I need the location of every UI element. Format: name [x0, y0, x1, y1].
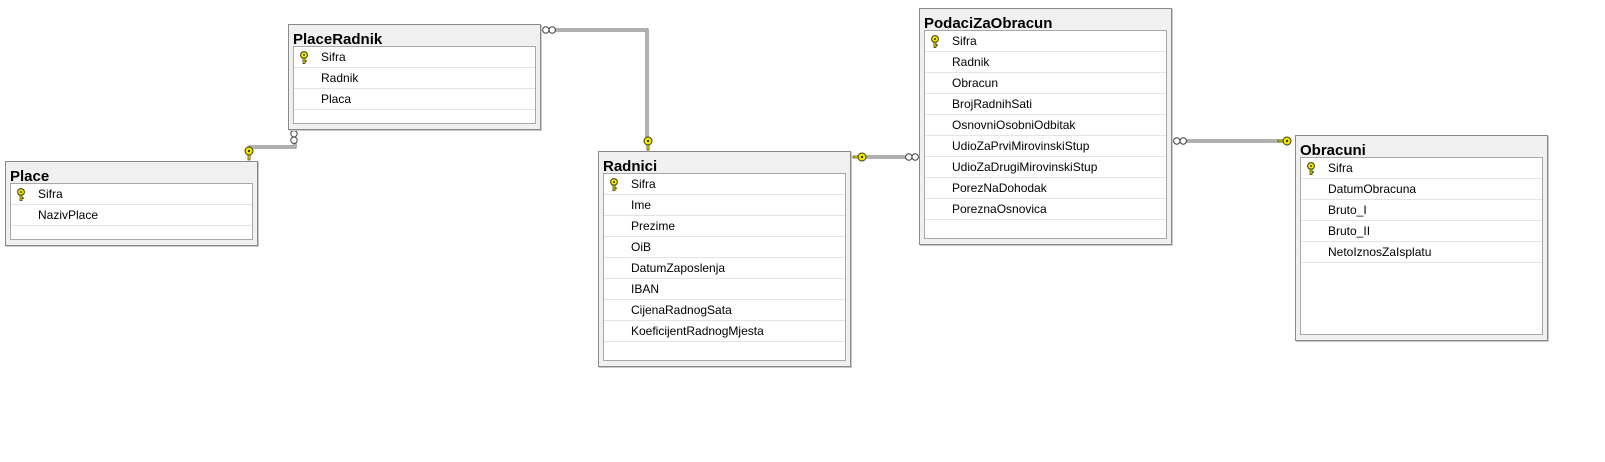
column-name: Prezime — [631, 219, 676, 233]
column-row[interactable]: Bruto_II — [1301, 221, 1542, 242]
one-end-key-icon — [244, 146, 254, 161]
column-row[interactable]: PoreznaOsnovica — [925, 199, 1166, 220]
primary-key-icon — [300, 51, 308, 64]
column-name: OiB — [631, 240, 652, 254]
column-row[interactable]: Radnik — [925, 52, 1166, 73]
column-name: Sifra — [952, 34, 977, 48]
column-row[interactable]: DatumZaposlenja — [604, 258, 845, 279]
column-name: DatumZaposlenja — [631, 261, 726, 275]
column-row[interactable]: NazivPlace — [11, 205, 252, 226]
column-name: Bruto_II — [1328, 224, 1371, 238]
column-row[interactable]: Sifra — [925, 31, 1166, 52]
relationship-placeradnik-place[interactable] — [248, 139, 295, 152]
column-row[interactable]: KoeficijentRadnogMjesta — [604, 321, 845, 342]
column-name: Sifra — [631, 177, 656, 191]
column-name: Ime — [631, 198, 652, 212]
column-name: Sifra — [38, 187, 63, 201]
column-name: Bruto_I — [1328, 203, 1367, 217]
column-name: IBAN — [631, 282, 660, 296]
primary-key-icon — [931, 35, 939, 48]
column-name: Obracun — [952, 76, 999, 90]
one-end-key-icon — [1277, 136, 1292, 146]
column-row[interactable]: PorezNaDohodak — [925, 178, 1166, 199]
table-title: Place — [10, 168, 50, 185]
column-row[interactable]: IBAN — [604, 279, 845, 300]
one-end-key-icon — [643, 136, 653, 151]
column-name: Sifra — [321, 50, 346, 64]
many-end-icon — [542, 26, 556, 34]
table-title: PlaceRadnik — [293, 31, 383, 48]
column-row[interactable]: Sifra — [11, 184, 252, 205]
column-name: Placa — [321, 92, 352, 106]
column-row[interactable]: Sifra — [294, 47, 535, 68]
table-title: Obracuni — [1300, 142, 1366, 159]
column-row[interactable]: Sifra — [1301, 158, 1542, 179]
column-row[interactable]: OsnovniOsobniOdbitak — [925, 115, 1166, 136]
column-row[interactable]: Ime — [604, 195, 845, 216]
column-row[interactable]: Bruto_I — [1301, 200, 1542, 221]
column-row[interactable]: OiB — [604, 237, 845, 258]
many-end-icon — [905, 153, 919, 161]
relationship-placeradnik-radnici-inner[interactable] — [555, 30, 647, 138]
column-row[interactable]: Prezime — [604, 216, 845, 237]
relationship-placeradnik-radnici[interactable] — [555, 28, 649, 138]
column-row[interactable]: CijenaRadnogSata — [604, 300, 845, 321]
column-row[interactable]: Sifra — [604, 174, 845, 195]
column-name: Sifra — [1328, 161, 1353, 175]
column-row[interactable]: BrojRadnihSati — [925, 94, 1166, 115]
column-name: CijenaRadnogSata — [631, 303, 732, 317]
column-row[interactable]: NetoIznosZaIsplatu — [1301, 242, 1542, 263]
column-row[interactable]: Obracun — [925, 73, 1166, 94]
column-name: Radnik — [321, 71, 359, 85]
column-name: OsnovniOsobniOdbitak — [952, 118, 1076, 132]
column-row[interactable]: DatumObracuna — [1301, 179, 1542, 200]
many-end-icon — [1173, 137, 1187, 145]
one-end-key-icon — [852, 152, 867, 162]
column-name: Radnik — [952, 55, 990, 69]
column-name: PorezNaDohodak — [952, 181, 1047, 195]
many-end-icon — [290, 130, 298, 144]
column-name: BrojRadnihSati — [952, 97, 1033, 111]
column-row[interactable]: UdioZaPrviMirovinskiStup — [925, 136, 1166, 157]
column-row[interactable]: Placa — [294, 89, 535, 110]
table-title: PodaciZaObracun — [924, 15, 1053, 32]
primary-key-icon — [17, 188, 25, 201]
primary-key-icon — [1307, 162, 1315, 175]
column-name: NetoIznosZaIsplatu — [1328, 245, 1432, 259]
column-name: NazivPlace — [38, 208, 99, 222]
column-row[interactable]: Radnik — [294, 68, 535, 89]
primary-key-icon — [610, 178, 618, 191]
column-name: UdioZaPrviMirovinskiStup — [952, 139, 1090, 153]
column-name: UdioZaDrugiMirovinskiStup — [952, 160, 1098, 174]
table-title: Radnici — [603, 158, 658, 175]
column-name: KoeficijentRadnogMjesta — [631, 324, 764, 338]
column-row[interactable]: UdioZaDrugiMirovinskiStup — [925, 157, 1166, 178]
column-name: DatumObracuna — [1328, 182, 1417, 196]
column-name: PoreznaOsnovica — [952, 202, 1047, 216]
